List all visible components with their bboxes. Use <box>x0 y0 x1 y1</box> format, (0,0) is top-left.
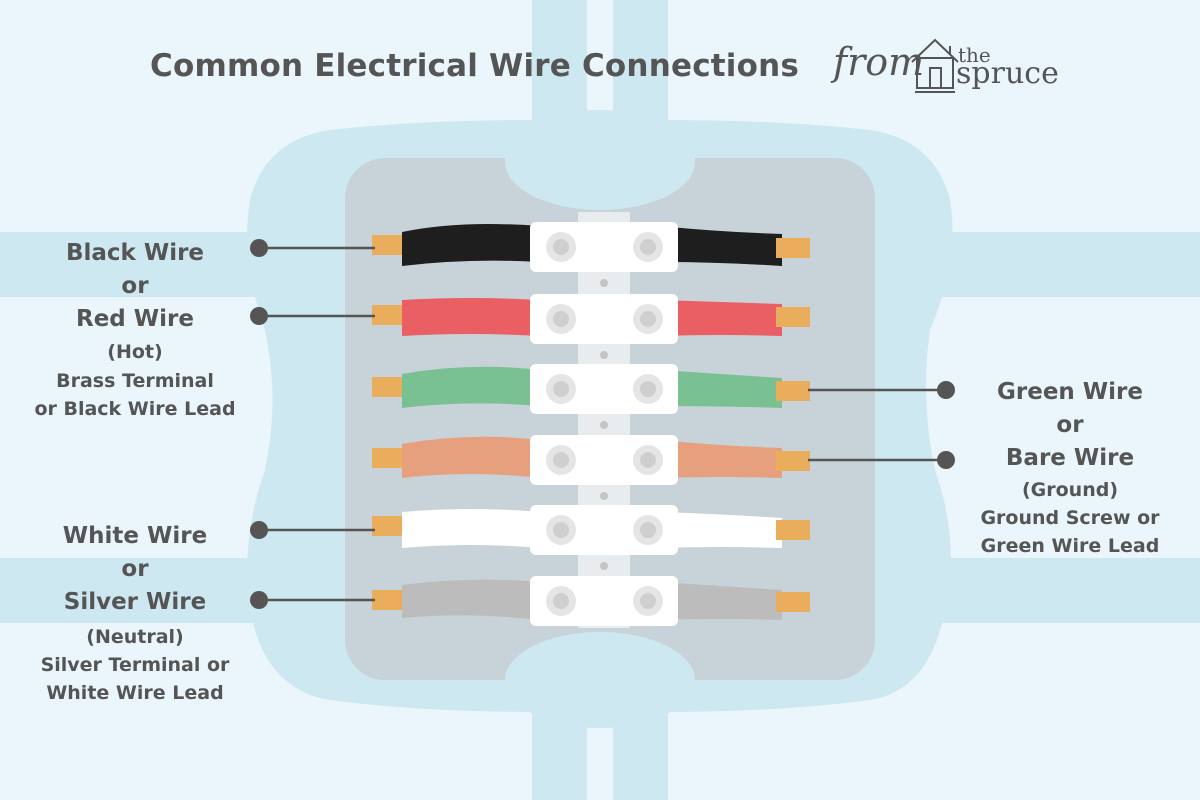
terminal-screw-center <box>640 452 656 468</box>
terminal-block <box>530 505 678 555</box>
strip-link-hole <box>600 562 608 570</box>
wire-green <box>372 366 810 408</box>
copper-end <box>776 592 810 612</box>
terminal-screw-center <box>640 239 656 255</box>
wire-black <box>372 224 810 266</box>
copper-end <box>372 305 408 325</box>
insulation-left <box>402 298 540 336</box>
terminal-screw-center <box>553 311 569 327</box>
copper-end <box>372 235 410 255</box>
insulation-right <box>660 512 782 548</box>
copper-end <box>776 307 810 327</box>
strip-link-hole <box>600 351 608 359</box>
house-icon <box>911 38 959 93</box>
terminal-block <box>530 435 678 485</box>
terminal-screw-center <box>553 522 569 538</box>
insulation-right <box>660 226 782 266</box>
terminal-screw-center <box>640 311 656 327</box>
copper-end <box>372 377 408 397</box>
terminal-block <box>530 294 678 344</box>
terminal-screw-center <box>640 522 656 538</box>
label-hot-line4: (Hot) <box>107 341 163 363</box>
copper-end <box>372 590 408 610</box>
callout-bare-wire <box>808 451 955 469</box>
wire-orange <box>372 436 810 478</box>
insulation-left <box>402 366 540 408</box>
insulation-right <box>660 300 782 336</box>
callout-red-wire <box>250 307 375 325</box>
terminal-screw-center <box>553 452 569 468</box>
callout-silver-wire <box>250 591 375 609</box>
label-ground-line5: Ground Screw or <box>980 507 1160 529</box>
callout-dot <box>937 381 955 399</box>
copper-end <box>372 448 408 468</box>
brand-name: spruce <box>956 56 1059 91</box>
insulation-left <box>402 436 540 478</box>
label-ground-line4: (Ground) <box>1021 479 1119 501</box>
copper-end <box>776 238 810 258</box>
brand-the: the <box>958 43 991 67</box>
callout-dot <box>250 591 268 609</box>
insulation-right <box>660 440 782 478</box>
brand-from: from <box>833 40 925 84</box>
wires <box>372 224 810 620</box>
label-neutral-line4: (Neutral) <box>86 626 184 648</box>
label-hot-line1: Black Wire <box>65 240 205 266</box>
label-ground-line2: or <box>1056 412 1084 438</box>
callout-dot <box>937 451 955 469</box>
callouts <box>250 239 955 609</box>
label-hot-line2: or <box>121 273 149 299</box>
label-neutral-line5: Silver Terminal or <box>40 654 230 676</box>
insulation-right <box>660 370 782 408</box>
label-ground-line1: Green Wire <box>997 379 1143 405</box>
page-title: Common Electrical Wire Connections <box>150 48 800 84</box>
callout-dot <box>250 239 268 257</box>
strip-link-hole <box>600 492 608 500</box>
copper-end <box>776 381 810 401</box>
label-neutral-line6: White Wire Lead <box>46 682 224 704</box>
insulation-left <box>402 579 540 620</box>
callout-black-wire <box>250 239 375 257</box>
callout-dot <box>250 521 268 539</box>
wire-red <box>372 298 810 336</box>
label-ground-line3: Bare Wire <box>1005 445 1135 471</box>
wire-gray <box>372 579 810 620</box>
wire-white <box>372 509 810 548</box>
terminal-screw-center <box>640 593 656 609</box>
copper-end <box>372 516 408 536</box>
terminal-blocks <box>530 222 678 626</box>
insulation-left <box>402 509 540 548</box>
callout-white-wire <box>250 521 375 539</box>
label-neutral-line1: White Wire <box>62 523 208 549</box>
terminal-block <box>530 576 678 626</box>
terminal-screw-center <box>553 239 569 255</box>
strip-link-hole <box>600 279 608 287</box>
strip-link-hole <box>600 421 608 429</box>
terminal-screw-center <box>553 381 569 397</box>
terminal-screw-center <box>640 381 656 397</box>
insulation-right <box>660 582 782 620</box>
terminal-block <box>530 222 678 272</box>
label-ground-line6: Green Wire Lead <box>980 535 1160 557</box>
copper-end <box>776 451 810 471</box>
label-neutral-line3: Silver Wire <box>63 589 207 615</box>
knockout-bottom <box>505 632 695 728</box>
copper-end <box>776 520 810 540</box>
label-hot-line5: Brass Terminal <box>56 370 214 392</box>
insulation-left <box>402 224 540 266</box>
terminal-block <box>530 364 678 414</box>
callout-green-wire <box>808 381 955 399</box>
terminal-screw-center <box>553 593 569 609</box>
label-hot-line3: Red Wire <box>76 306 194 332</box>
label-hot-line6: or Black Wire Lead <box>34 398 236 420</box>
knockout-top <box>505 114 695 210</box>
callout-dot <box>250 307 268 325</box>
label-neutral-line2: or <box>121 556 149 582</box>
